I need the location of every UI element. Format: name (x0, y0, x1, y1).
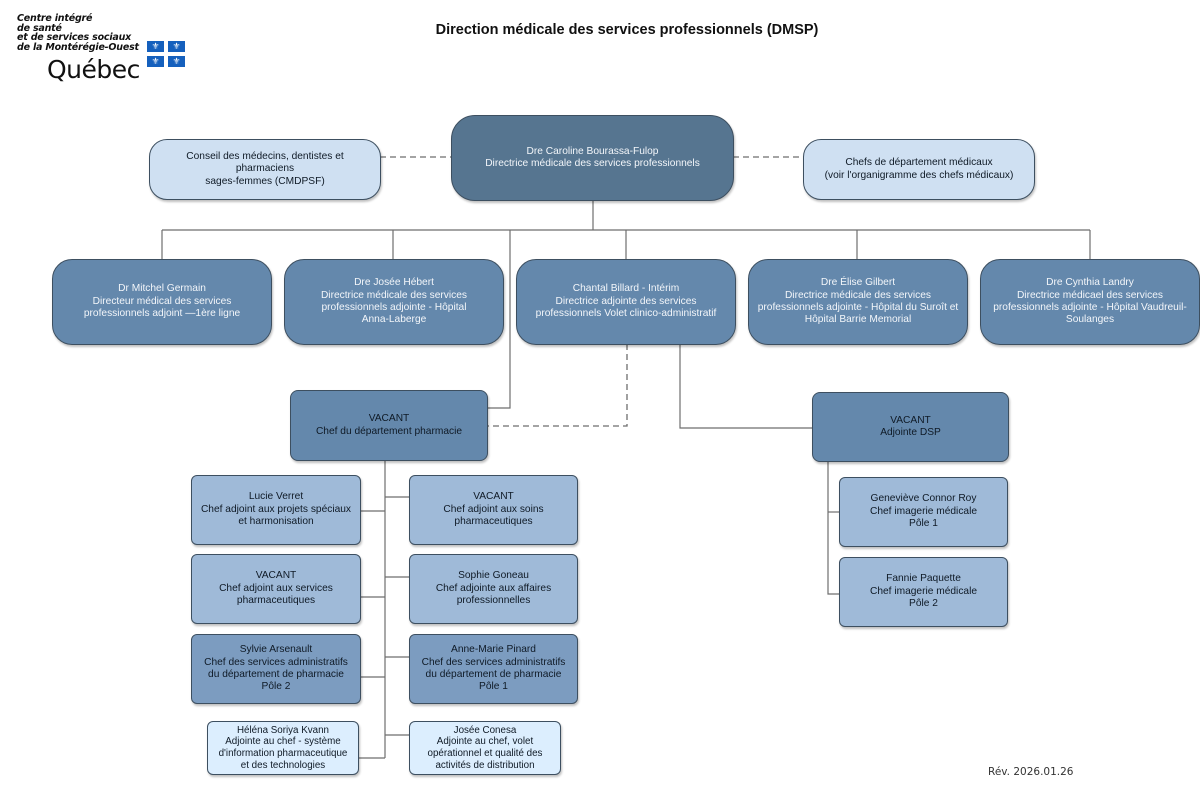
page-title: Direction médicale des services professi… (435, 22, 819, 38)
node-name: Sophie Goneau (458, 570, 529, 582)
node-pharmacie-sub[interactable]: Héléna Soriya Kvann Adjointe au chef - s… (207, 721, 359, 775)
node-pharmacie-sub[interactable]: Sylvie Arsenault Chef des services admin… (191, 634, 361, 704)
node-adjoint[interactable]: Dre Josée Hébert Directrice médicale des… (284, 259, 504, 345)
node-line: Chefs de département médicaux (845, 157, 993, 169)
node-extra: Pôle 2 (261, 681, 291, 693)
node-pharmacie-sub[interactable]: Sophie Goneau Chef adjointe aux affaires… (409, 554, 578, 624)
node-extra: Pôle 1 (479, 681, 508, 693)
node-role: Chef des services administratifs du dépa… (421, 656, 566, 680)
node-name: Dr Mitchel Germain (118, 283, 206, 295)
quebec-wordmark: Québec (47, 55, 140, 84)
node-name: Dre Cynthia Landry (1046, 277, 1134, 289)
node-role: Directrice médicale des services profess… (320, 289, 468, 326)
quebec-flag-icon: ⚜ ⚜ ⚜ ⚜ (147, 41, 185, 79)
node-imagerie[interactable]: Fannie Paquette Chef imagerie médicale P… (839, 557, 1008, 627)
node-name: Josée Conesa (453, 724, 517, 736)
node-name: Lucie Verret (248, 491, 304, 503)
connector-billard-dsp (679, 344, 812, 429)
node-name: Héléna Soriya Kvann (236, 724, 330, 736)
node-name: Chantal Billard - Intérim (572, 283, 680, 295)
node-cmdpsf[interactable]: Conseil des médecins, dentistes et pharm… (149, 139, 381, 200)
logo-line: de la Montérégie-Ouest (17, 41, 139, 53)
node-role: Directeur médical des services professio… (83, 295, 241, 320)
node-role: Adjointe au chef - système d'information… (218, 736, 348, 771)
node-role: Chef imagerie médicale (869, 585, 978, 597)
node-line: sages-femmes (CMDPSF) (205, 175, 325, 187)
node-name: Anne-Marie Pinard (451, 644, 536, 656)
connector-imagerie-spine (827, 462, 839, 595)
node-role: Chef adjointe aux affaires professionnel… (435, 582, 552, 607)
logo-line: et de services sociaux (17, 32, 132, 43)
node-role: Directrice adjointe des services profess… (535, 295, 717, 320)
node-name: VACANT (473, 491, 514, 503)
node-adjoint-billard[interactable]: Chantal Billard - Intérim Directrice adj… (516, 259, 736, 345)
node-role: Chef imagerie médicale (869, 505, 978, 517)
node-role: Chef adjoint aux soins pharmaceutiques (443, 503, 544, 528)
node-extra: Pôle 2 (909, 598, 938, 610)
node-name: Sylvie Arsenault (239, 644, 313, 656)
node-role: Chef adjoint aux services pharmaceutique… (219, 582, 333, 607)
node-role: Chef du département pharmacie (315, 425, 463, 437)
node-name: VACANT (255, 570, 297, 582)
node-imagerie[interactable]: Geneviève Connor Roy Chef imagerie médic… (839, 477, 1008, 547)
node-line: (voir l'organigramme des chefs médicaux) (824, 169, 1014, 181)
node-name: Fannie Paquette (886, 573, 961, 585)
revision-date: Rév. 2026.01.26 (988, 766, 1074, 778)
node-name: Dre Caroline Bourassa-Fulop (526, 145, 659, 157)
node-name: Dre Josée Hébert (354, 277, 434, 289)
connector-bus-pharmacie (487, 230, 511, 409)
fleur-de-lis-icon: ⚜ (168, 41, 185, 52)
node-adjoint[interactable]: Dr Mitchel Germain Directeur médical des… (52, 259, 272, 345)
node-role: Adjointe au chef, volet opérationnel et … (427, 736, 543, 771)
node-name: Geneviève Connor Roy (870, 493, 977, 505)
fleur-de-lis-icon: ⚜ (168, 56, 185, 67)
node-adjoint[interactable]: Dre Élise Gilbert Directrice médicale de… (748, 259, 968, 345)
dashed-billard-pharmacie (488, 344, 628, 427)
node-adjoint[interactable]: Dre Cynthia Landry Directrice médicael d… (980, 259, 1200, 345)
node-extra: Pôle 1 (909, 518, 938, 530)
cisss-logo: Centre intégré de santé et de services s… (17, 13, 140, 82)
node-pharmacie-sub[interactable]: VACANT Chef adjoint aux services pharmac… (191, 554, 361, 624)
fleur-de-lis-icon: ⚜ (147, 56, 164, 67)
node-chefs-medicaux[interactable]: Chefs de département médicaux (voir l'or… (803, 139, 1035, 200)
node-role: Adjointe DSP (880, 427, 941, 438)
node-name: VACANT (368, 413, 410, 425)
fleur-de-lis-icon: ⚜ (147, 41, 164, 52)
node-role: Chef des services administratifs du dépa… (204, 656, 348, 680)
node-pharmacie-sub[interactable]: Lucie Verret Chef adjoint aux projets sp… (191, 475, 361, 545)
node-role: Directrice médicale des services profess… (757, 289, 959, 326)
node-role: Chef adjoint aux projets spéciaux et har… (200, 503, 352, 528)
node-chef-pharmacie[interactable]: VACANT Chef du département pharmacie (290, 390, 488, 461)
node-adjointe-dsp[interactable]: VACANT Adjointe DSP (812, 392, 1009, 462)
node-name: VACANT (890, 414, 931, 426)
node-line: Conseil des médecins, dentistes et pharm… (186, 150, 344, 175)
node-name: Dre Élise Gilbert (820, 277, 896, 289)
logo-line: Centre intégré (17, 13, 93, 24)
logo-line: de santé (17, 22, 62, 34)
node-director[interactable]: Dre Caroline Bourassa-Fulop Directrice m… (451, 115, 734, 201)
node-role: Directrice médicael des services profess… (993, 289, 1187, 326)
node-role: Directrice médicale des services profess… (485, 158, 700, 169)
node-pharmacie-sub[interactable]: Anne-Marie Pinard Chef des services admi… (409, 634, 578, 704)
node-pharmacie-sub[interactable]: Josée Conesa Adjointe au chef, volet opé… (409, 721, 561, 775)
node-pharmacie-sub[interactable]: VACANT Chef adjoint aux soins pharmaceut… (409, 475, 578, 545)
